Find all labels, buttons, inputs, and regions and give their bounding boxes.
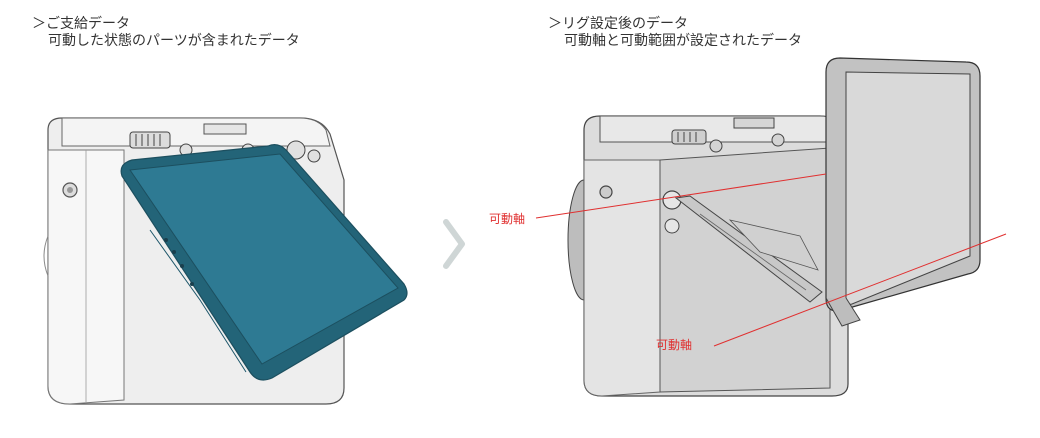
right-flipped-screen	[825, 57, 981, 327]
right-caption-subtitle: 可動軸と可動範囲が設定されたデータ	[564, 33, 802, 49]
axis-label-upper: 可動軸	[489, 212, 526, 226]
right-camera-body	[567, 115, 849, 397]
rotation-axis-lines	[535, 173, 1007, 347]
left-caption-title: ＞ご支給データ	[32, 16, 130, 32]
left-caption-subtitle: 可動した状態のパーツが含まれたデータ	[48, 33, 300, 49]
right-caption: ＞リグ設定後のデータ 可動軸と可動範囲が設定されたデータ	[548, 16, 802, 50]
right-caption-title: ＞リグ設定後のデータ	[548, 16, 688, 32]
left-caption: ＞ご支給データ 可動した状態のパーツが含まれたデータ	[32, 16, 300, 50]
left-flipped-screen	[120, 144, 408, 381]
axis-label-lower: 可動軸	[656, 338, 693, 352]
